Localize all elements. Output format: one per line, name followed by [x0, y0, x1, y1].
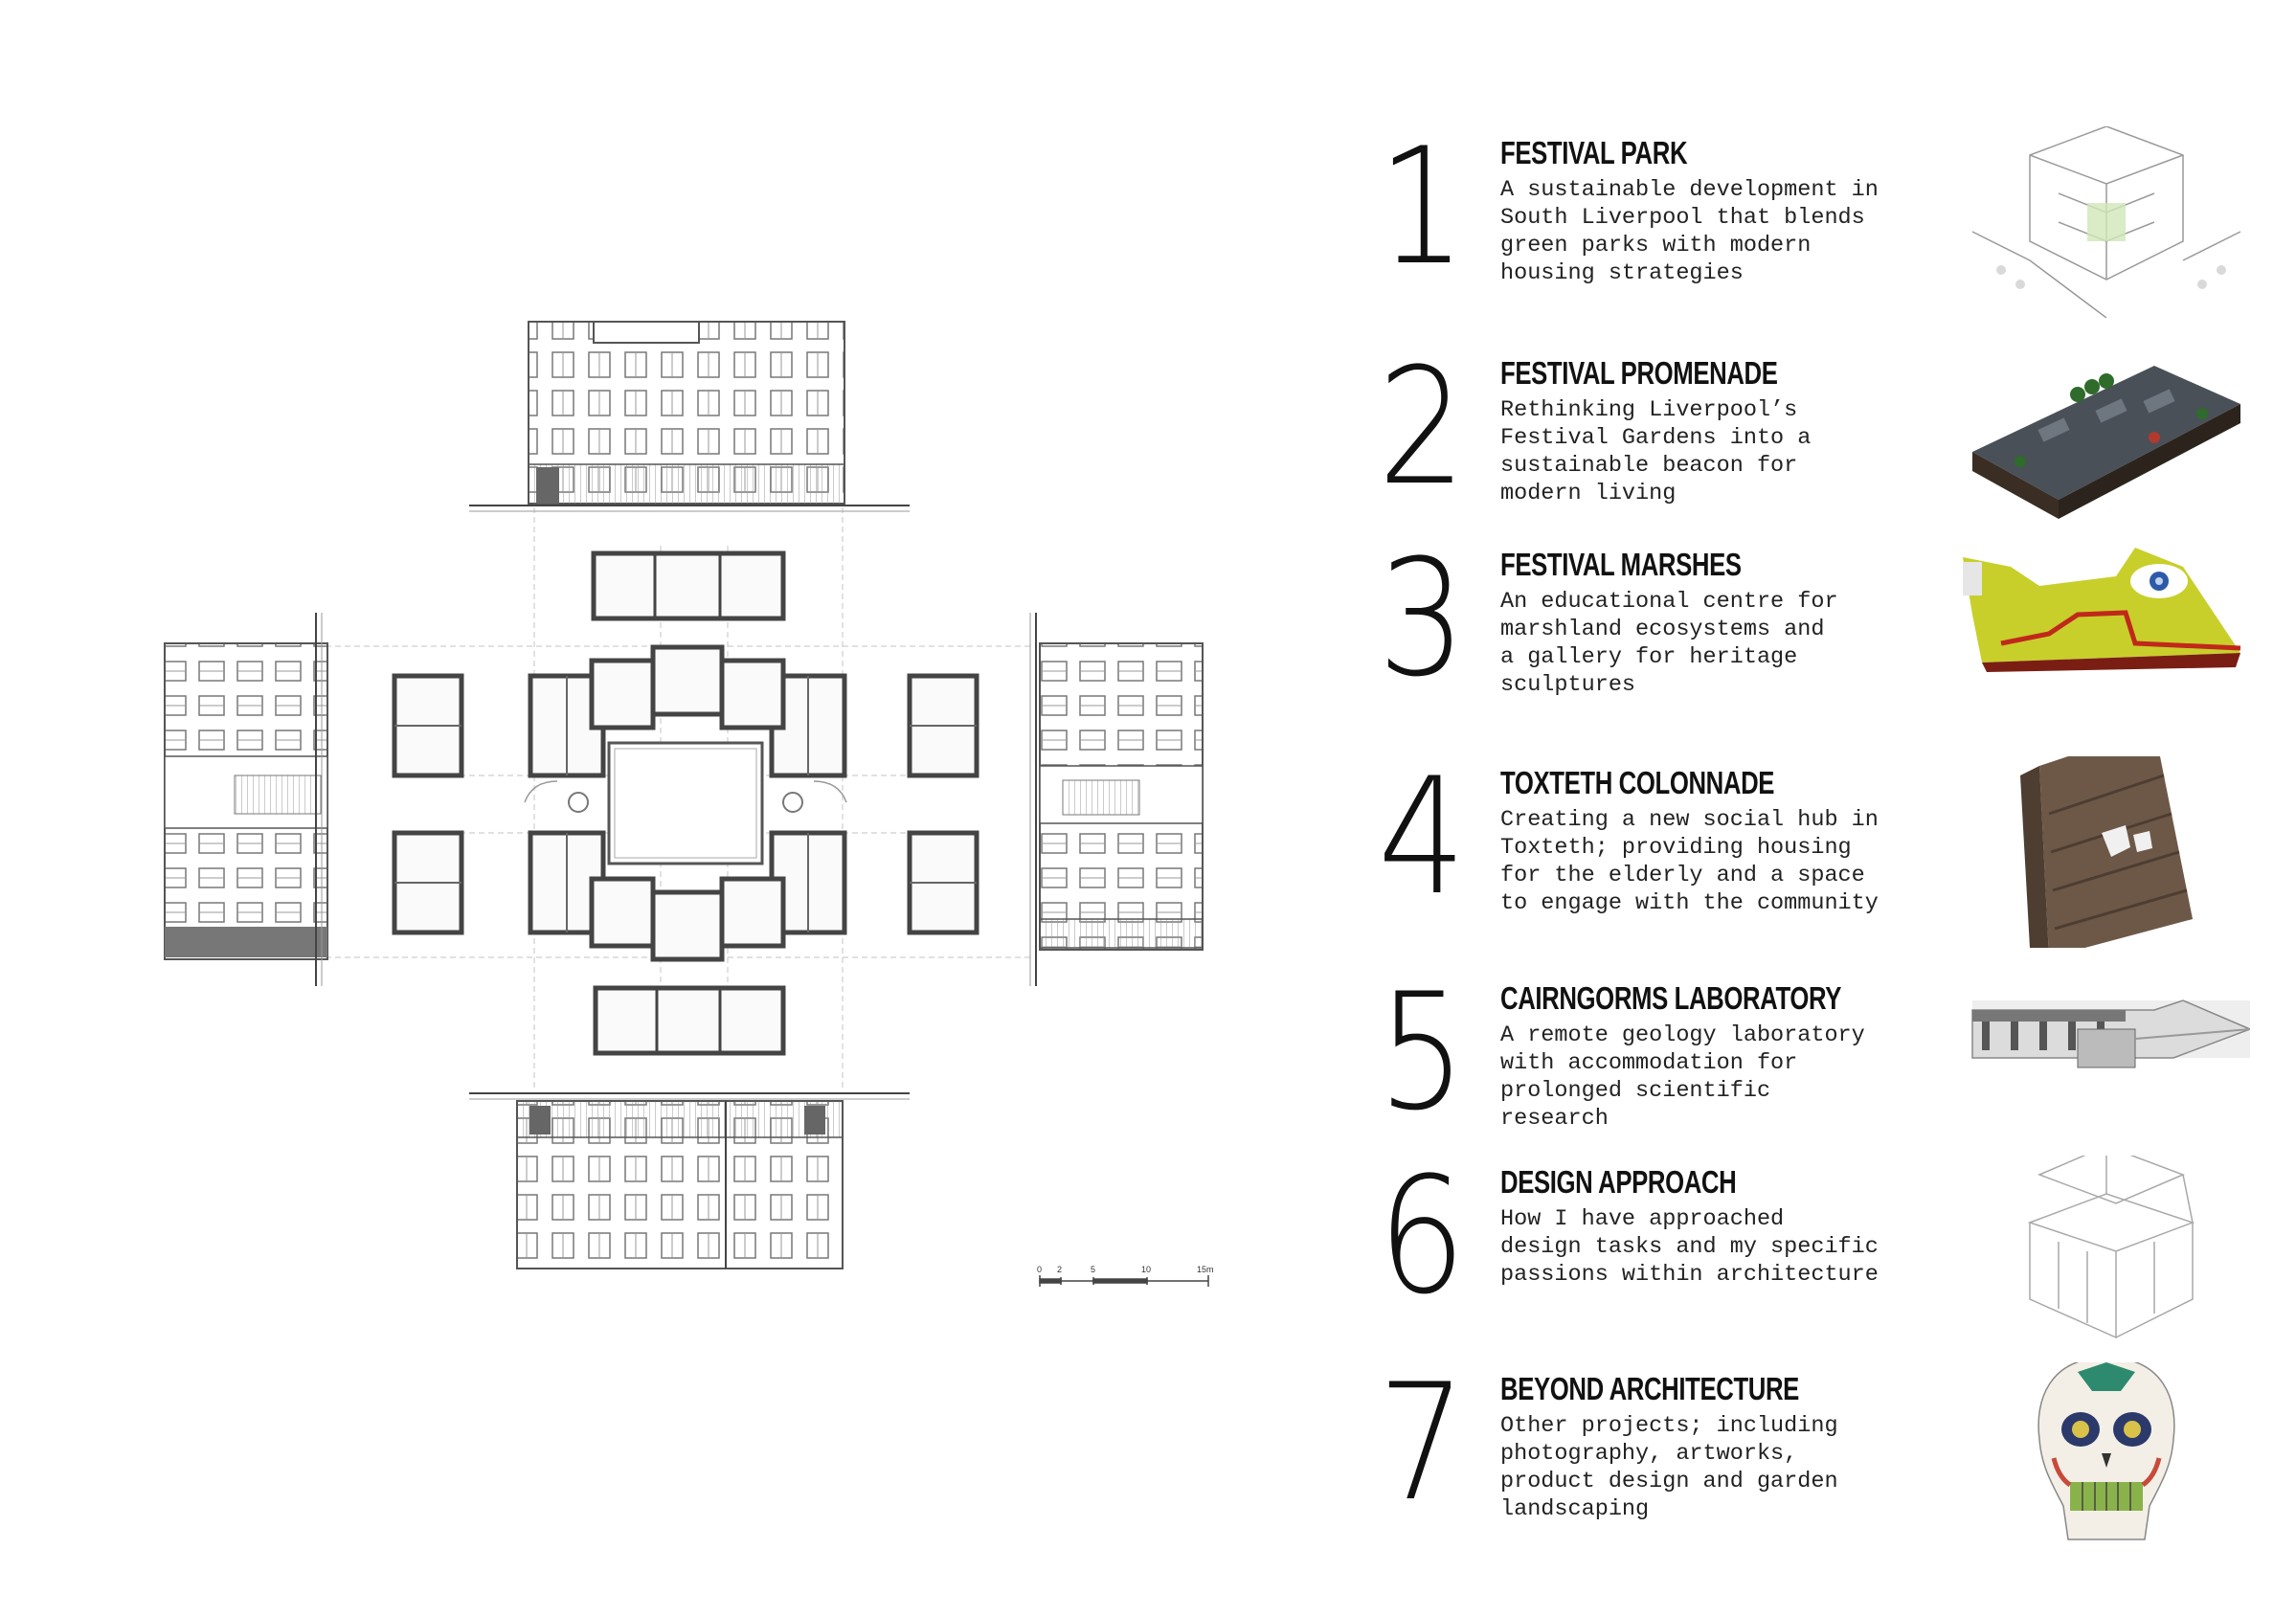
entry-title: TOXTETH COLONNADE [1500, 765, 1775, 800]
entry-number: 2 [1378, 333, 1466, 521]
scale-bar-labels: 0 2 5 10 15m [1037, 1265, 1214, 1274]
index-entry-1[interactable]: 1 FESTIVAL PARK A sustainable developmen… [1369, 126, 2288, 327]
entry-title: FESTIVAL MARSHES [1500, 547, 1742, 582]
scale-label: 10 [1141, 1265, 1151, 1274]
entry-title: FESTIVAL PROMENADE [1500, 355, 1778, 391]
plan-and-elevations: 0 2 5 10 15m [164, 321, 1214, 1287]
index-entry-4[interactable]: 4 TOXTETH COLONNADE Creating a new socia… [1369, 756, 2288, 957]
entry-title: CAIRNGORMS LABORATORY [1500, 980, 1841, 1016]
scale-label: 5 [1091, 1265, 1095, 1274]
architectural-plan-drawing: 0 2 5 10 15m [164, 321, 1214, 1287]
entry-number: 6 [1378, 1142, 1466, 1330]
terrain-model-icon [1963, 756, 2250, 948]
index-entry-5[interactable]: 5 CAIRNGORMS LABORATORY A remote geology… [1369, 972, 2288, 1173]
entry-number: 1 [1378, 113, 1466, 301]
entry-description: Rethinking Liverpool’s Festival Gardens … [1500, 397, 1812, 506]
scale-label: 15m [1197, 1265, 1214, 1274]
scale-label: 2 [1057, 1265, 1062, 1274]
entry-description: How I have approached design tasks and m… [1500, 1206, 1879, 1288]
entry-number: 3 [1378, 525, 1466, 712]
central-courtyard [607, 741, 764, 865]
index-entry-7[interactable]: 7 BEYOND ARCHITECTURE Other projects; in… [1369, 1362, 2288, 1563]
top-elevation [469, 321, 910, 512]
entry-title: FESTIVAL PARK [1500, 135, 1688, 170]
entry-description: A sustainable development in South Liver… [1500, 177, 1879, 286]
exploded-axonometric-icon [1963, 1156, 2250, 1347]
entry-number: 7 [1378, 1349, 1466, 1537]
left-elevation [164, 613, 328, 986]
yellow-building-model-icon [1963, 538, 2250, 730]
entry-description: Other projects; including photography, a… [1500, 1413, 1838, 1522]
decorated-skull-icon [1963, 1362, 2250, 1554]
site-model-icon [1963, 347, 2250, 538]
scale-bar [1039, 1275, 1209, 1287]
index-entry-6[interactable]: 6 DESIGN APPROACH How I have approached … [1369, 1156, 2288, 1357]
entry-title: DESIGN APPROACH [1500, 1164, 1737, 1200]
laboratory-section-icon [1963, 972, 2250, 1163]
right-elevation [1029, 613, 1204, 986]
entry-title: BEYOND ARCHITECTURE [1500, 1371, 1799, 1406]
index-entry-3[interactable]: 3 FESTIVAL MARSHES An educational centre… [1369, 538, 2288, 739]
scale-label: 0 [1037, 1265, 1042, 1274]
entry-description: An educational centre for marshland ecos… [1500, 589, 1838, 698]
entry-number: 4 [1378, 743, 1466, 931]
axonometric-drawing-icon [1963, 126, 2250, 318]
index-entry-2[interactable]: 2 FESTIVAL PROMENADE Rethinking Liverpoo… [1369, 347, 2288, 548]
entry-description: Creating a new social hub in Toxteth; pr… [1500, 807, 1879, 916]
entry-number: 5 [1378, 958, 1466, 1146]
bottom-elevation [469, 1092, 910, 1269]
entry-description: A remote geology laboratory with accommo… [1500, 1022, 1865, 1132]
